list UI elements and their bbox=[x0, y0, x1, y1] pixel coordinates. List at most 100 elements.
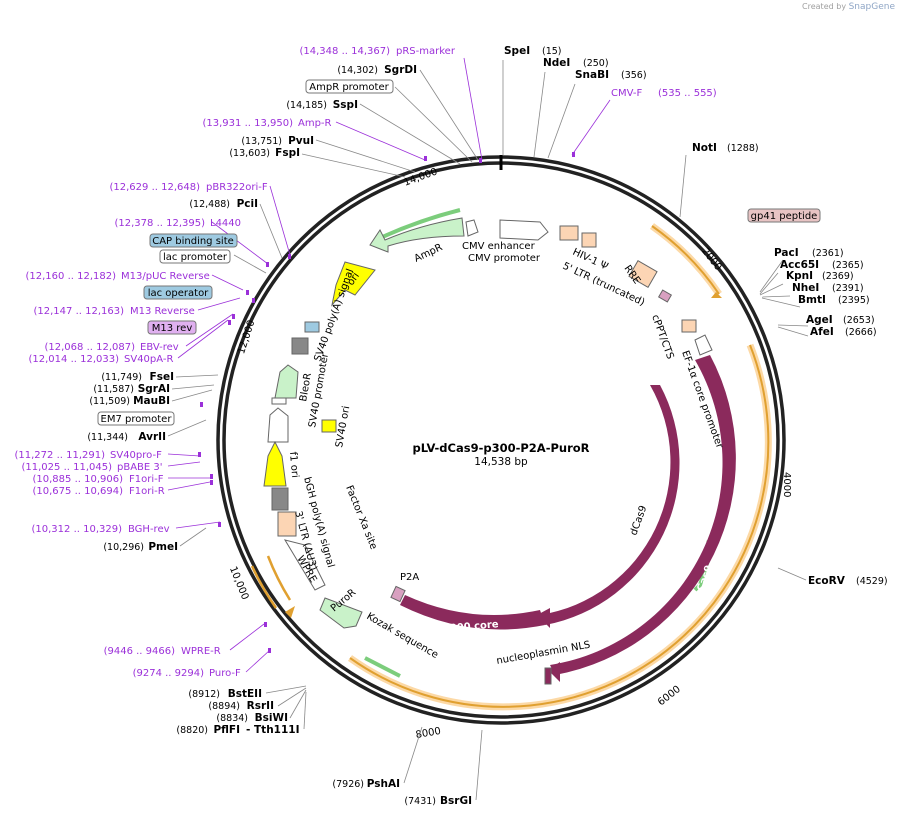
enzyme-noti-pos: (1288) bbox=[727, 143, 759, 154]
enzyme-pcii-pos: (12,488) bbox=[189, 199, 230, 210]
nls-feature bbox=[544, 667, 552, 685]
enzyme-acc65i: Acc65I bbox=[780, 259, 819, 271]
cppt-feature bbox=[681, 319, 697, 333]
enzyme-sgrai-pos: (11,587) bbox=[93, 384, 134, 395]
sv40ori-feature bbox=[321, 419, 337, 433]
lac-feature bbox=[304, 321, 320, 333]
enzyme-bsteii-pos: (8912) bbox=[188, 689, 220, 700]
enzyme-avrii: AvrII bbox=[138, 431, 166, 443]
tick-10000: 10,000 bbox=[227, 565, 250, 602]
wpre-feature bbox=[283, 539, 326, 591]
label-cppt: cPPT/CTS bbox=[649, 313, 675, 360]
primer-f1ori-f-range: (10,885 .. 10,906) bbox=[33, 474, 124, 485]
em7-label: EM7 promoter bbox=[101, 414, 173, 425]
snapgene-credit: Created by SnapGene bbox=[802, 2, 895, 12]
primer-f1ori-r: F1ori-R bbox=[129, 486, 165, 497]
p300-arc bbox=[400, 595, 545, 630]
tick-12000: 12,000 bbox=[236, 319, 257, 356]
tick-4000: 4000 bbox=[781, 472, 792, 497]
enzyme-sspi: SspI bbox=[333, 99, 358, 111]
primer-prs-marker-range: (14,348 .. 14,367) bbox=[300, 46, 391, 57]
ampr-promoter-label: AmpR promoter bbox=[309, 82, 389, 93]
label-factorxa: Factor Xa site bbox=[343, 484, 379, 551]
primer-f1ori-f: F1ori-F bbox=[129, 474, 164, 485]
cap-binding-box: CAP binding site bbox=[149, 233, 238, 248]
primer-cmv-f-range: (535 .. 555) bbox=[658, 88, 717, 99]
enzyme-pvui: PvuI bbox=[288, 135, 314, 147]
primer-ebv-rev: EBV-rev bbox=[140, 342, 179, 353]
em7-feature bbox=[271, 397, 287, 405]
plasmid-size: 14,538 bp bbox=[474, 456, 528, 468]
primer-bgh-rev-range: (10,312 .. 10,329) bbox=[32, 524, 123, 535]
sv40pa-feature bbox=[291, 337, 309, 355]
callout-lines-left bbox=[167, 69, 483, 801]
cas9-arc bbox=[550, 355, 736, 675]
f1ori-arrow bbox=[263, 440, 287, 487]
bleor-arrow bbox=[274, 364, 299, 399]
callout-lines-primers-right bbox=[571, 99, 611, 156]
enzyme-rsrii: RsrII bbox=[247, 700, 274, 712]
ltr3-feature bbox=[277, 511, 297, 537]
primer-l4440: L4440 bbox=[210, 218, 241, 229]
label-cmv-promoter: CMV promoter bbox=[468, 253, 541, 264]
enzyme-pshai: PshAI bbox=[367, 778, 400, 790]
enzyme-pmei: PmeI bbox=[148, 541, 178, 553]
primer-m13-reverse: M13 Reverse bbox=[130, 306, 195, 317]
enzyme-pmei-pos: (10,296) bbox=[103, 542, 144, 553]
enzyme-maubi-pos: (11,509) bbox=[89, 396, 130, 407]
rre-feature bbox=[628, 260, 658, 288]
lac-promoter-label: lac promoter bbox=[163, 252, 228, 263]
enzyme-avrii-pos: (11,344) bbox=[87, 432, 128, 443]
bgh-feature bbox=[271, 487, 289, 511]
enzyme-ecorv: EcoRV bbox=[808, 575, 846, 587]
enzyme-maubi: MauBI bbox=[133, 395, 170, 407]
gp41-label: gp41 peptide bbox=[751, 211, 818, 222]
primer-wpre-r: WPRE-R bbox=[181, 646, 221, 657]
enzyme-agei: AgeI bbox=[806, 314, 833, 326]
enzyme-snabi-pos: (356) bbox=[621, 70, 647, 81]
label-f1ori: f1 ori bbox=[287, 451, 300, 478]
callout-lines-primers-left bbox=[167, 57, 483, 673]
enzyme-pflfi-pos: (8820) bbox=[176, 725, 208, 736]
enzyme-ndei-pos: (250) bbox=[583, 58, 609, 69]
primer-pbabe: pBABE 3' bbox=[117, 462, 163, 473]
label-kozak: Kozak sequence bbox=[365, 611, 440, 661]
label-cmv-enhancer: CMV enhancer bbox=[462, 241, 536, 252]
enzyme-pcii: PciI bbox=[237, 198, 258, 210]
primer-l4440-range: (12,378 .. 12,395) bbox=[115, 218, 206, 229]
label-sv40ori: SV40 ori bbox=[334, 405, 352, 448]
enzyme-fspi-pos: (13,603) bbox=[229, 148, 270, 159]
label-dcas9: dCas9 bbox=[628, 504, 649, 537]
rre-small bbox=[581, 232, 597, 248]
enzyme-bsiwi-pos: (8834) bbox=[216, 713, 248, 724]
enzyme-bsteii: BstEII bbox=[228, 688, 262, 700]
puror-arrow bbox=[319, 597, 363, 629]
m13rev-label: M13 rev bbox=[152, 323, 193, 334]
primer-sv40pa-r-range: (12,014 .. 12,033) bbox=[29, 354, 120, 365]
enzyme-pshai-pos: (7926) bbox=[332, 779, 364, 790]
green-arrow-amp bbox=[379, 208, 461, 240]
hiv-feature bbox=[559, 225, 579, 241]
enzyme-sgrai: SgrAI bbox=[138, 383, 170, 395]
primer-amp-r-range: (13,931 .. 13,950) bbox=[203, 118, 294, 129]
enzyme-rsrii-pos: (8894) bbox=[208, 701, 240, 712]
plasmid-name: pLV-dCas9-p300-P2A-PuroR bbox=[412, 441, 589, 455]
primer-puro-f-range: (9274 .. 9294) bbox=[133, 668, 205, 679]
track-arrow-1 bbox=[711, 292, 722, 298]
enzyme-kpni: KpnI bbox=[786, 270, 813, 282]
lac-promoter-box: lac promoter bbox=[159, 249, 231, 264]
green-arrow-puro bbox=[364, 656, 401, 678]
primer-m13puc-range: (12,160 .. 12,182) bbox=[26, 271, 117, 282]
primer-pbr322: pBR322ori-F bbox=[206, 182, 268, 193]
enzyme-sspi-pos: (14,185) bbox=[286, 100, 327, 111]
enzyme-afei: AfeI bbox=[810, 326, 834, 338]
dcas9-arrowhead bbox=[537, 608, 550, 628]
gp41-box: gp41 peptide bbox=[747, 208, 821, 223]
enzyme-bsrgi-pos: (7431) bbox=[404, 796, 436, 807]
primer-prs-marker: pRS-marker bbox=[396, 46, 456, 57]
primer-bgh-rev: BGH-rev bbox=[128, 524, 170, 535]
label-p300: p300 core bbox=[442, 619, 499, 635]
ori-arrow bbox=[331, 261, 376, 307]
p2a-feature bbox=[390, 585, 406, 603]
